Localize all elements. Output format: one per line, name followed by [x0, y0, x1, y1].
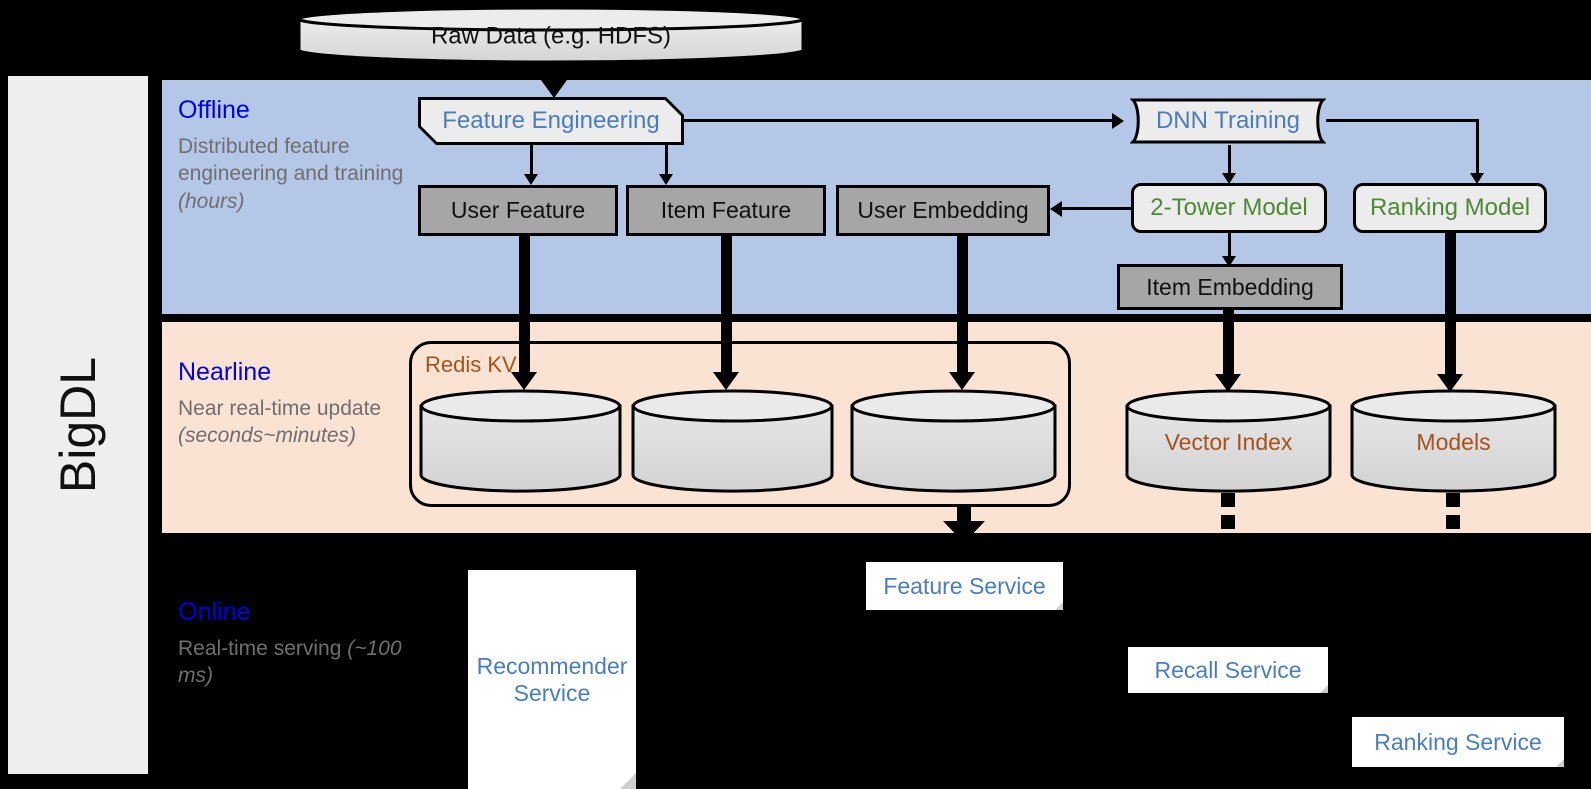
ranking-model-node[interactable]: Ranking Model [1353, 183, 1547, 233]
item-feature-node[interactable]: Item Feature [626, 185, 826, 236]
arrowhead-dnn-twotower [1222, 173, 1236, 184]
offline-description: Distributed feature engineering and trai… [178, 135, 404, 213]
dashed-segment-vectorindex-1 [1221, 493, 1235, 507]
arrowhead-itemembedding-vectorindex [1215, 374, 1241, 392]
redis-cylinder-3 [849, 388, 1058, 493]
connector-rawdata-fe [546, 64, 562, 82]
arrowhead-dnn-ranking [1470, 173, 1484, 184]
online-description: Real-time serving (~100 ms) [178, 637, 402, 688]
dashed-segment-models-1 [1446, 493, 1460, 507]
offline-title: Offline [178, 96, 250, 124]
bigdl-label: BigDL [50, 356, 106, 494]
redis-kv-label: Redis KV [425, 352, 517, 377]
item-feature-label: Item Feature [660, 197, 792, 224]
arrowhead-fe-userfeature [524, 174, 538, 185]
arrowhead-userfeature-store [511, 372, 537, 390]
arrowhead-fe-itemfeature [659, 174, 673, 185]
feature-engineering-node[interactable]: Feature Engineering [418, 97, 684, 145]
arrowhead-twotower-itemembedding [1222, 256, 1236, 267]
nearline-description: Near real-time update (seconds~minutes) [178, 397, 382, 448]
redis-cylinder-1 [418, 388, 623, 493]
page-fold-icon [1055, 602, 1063, 610]
ranking-service-node[interactable]: Ranking Service [1352, 717, 1564, 767]
recall-service-node[interactable]: Recall Service [1128, 647, 1328, 693]
connector-userfeature-store [519, 236, 530, 376]
connector-dnn-ranking-v [1476, 119, 1479, 177]
dashed-segment-models-2 [1446, 515, 1460, 529]
item-embedding-label: Item Embedding [1146, 273, 1314, 300]
arrowhead-userembedding-store [949, 372, 975, 390]
arrowhead-twotower-userembedding [1050, 201, 1062, 217]
redis-kv-group [409, 341, 1071, 507]
user-embedding-label: User Embedding [857, 197, 1029, 224]
online-caption: Online Real-time serving (~100 ms) [178, 598, 408, 690]
arrowhead-redis-featureservice [943, 521, 985, 543]
nearline-caption: Nearline Near real-time update (seconds~… [178, 358, 408, 450]
page-fold-icon [620, 773, 636, 789]
dnn-training-node[interactable]: DNN Training [1130, 97, 1326, 145]
connector-fe-dnn [684, 119, 1112, 122]
two-tower-model-node[interactable]: 2-Tower Model [1131, 183, 1327, 233]
dnn-training-label: DNN Training [1155, 107, 1301, 135]
connector-twotower-itemembedding [1228, 233, 1231, 260]
redis-cylinder-2 [630, 388, 835, 493]
user-feature-node[interactable]: User Feature [418, 185, 618, 236]
user-embedding-node[interactable]: User Embedding [836, 185, 1050, 236]
recommender-service-node[interactable]: Recommender Service [468, 570, 636, 789]
connector-dnn-twotower [1228, 145, 1231, 177]
online-title: Online [178, 598, 251, 626]
ranking-service-label: Ranking Service [1374, 728, 1542, 755]
recall-service-label: Recall Service [1154, 656, 1302, 683]
connector-dnn-ranking-h [1326, 119, 1479, 122]
connector-fe-userfeature [530, 145, 533, 178]
dashed-segment-vectorindex-2 [1221, 515, 1235, 529]
recommender-service-label: Recommender Service [476, 652, 628, 706]
connector-userembedding-store [957, 236, 968, 376]
nearline-title: Nearline [178, 358, 272, 386]
page-fold-icon [1556, 759, 1564, 767]
page-fold-icon [1320, 685, 1328, 693]
raw-data-cylinder: Raw Data (e.g. HDFS) [296, 6, 806, 64]
vector-index-cylinder[interactable]: Vector Index [1124, 388, 1333, 493]
bigdl-sidebar: BigDL [8, 76, 148, 774]
feature-service-node[interactable]: Feature Service [866, 562, 1063, 610]
connector-itemembedding-vectorindex [1223, 310, 1234, 378]
feature-service-label: Feature Service [883, 572, 1046, 599]
two-tower-model-label: 2-Tower Model [1150, 194, 1308, 222]
connector-rankingmodel-models [1445, 233, 1456, 378]
arrowhead-rankingmodel-models [1437, 374, 1463, 392]
dashed-segment-featureservice [957, 507, 971, 521]
arrowhead-fe-dnn [1112, 113, 1124, 129]
feature-engineering-label: Feature Engineering [442, 107, 660, 135]
user-feature-label: User Feature [450, 197, 586, 224]
item-embedding-node[interactable]: Item Embedding [1117, 264, 1343, 310]
models-cylinder[interactable]: Models [1349, 388, 1558, 493]
arrowhead-rawdata-fe [541, 80, 567, 98]
connector-fe-itemfeature [665, 145, 668, 178]
connector-twotower-userembedding [1062, 207, 1132, 210]
offline-caption: Offline Distributed feature engineering … [178, 96, 408, 215]
connector-itemfeature-store [721, 236, 732, 376]
ranking-model-label: Ranking Model [1369, 194, 1531, 222]
arrowhead-itemfeature-store [713, 372, 739, 390]
